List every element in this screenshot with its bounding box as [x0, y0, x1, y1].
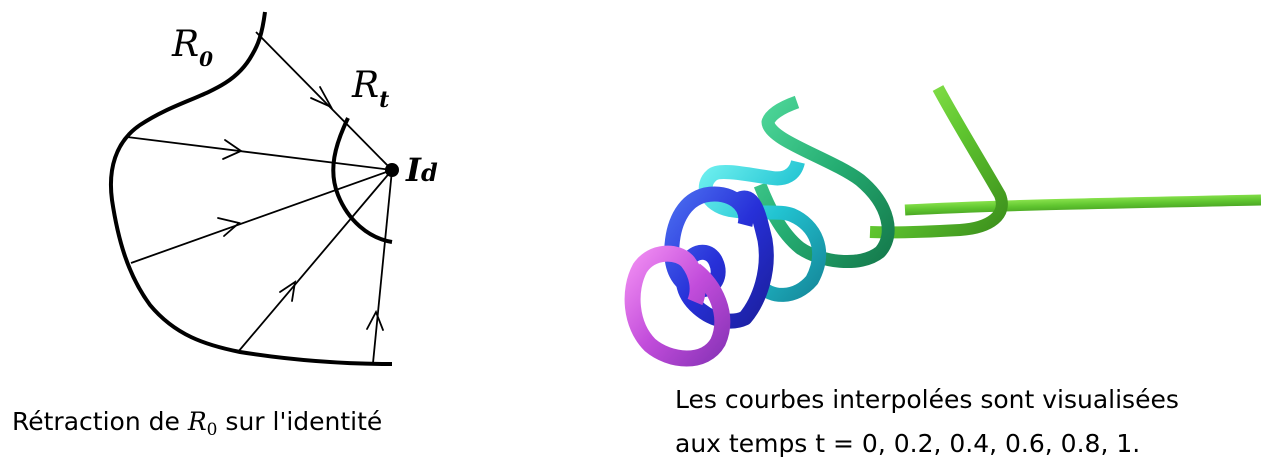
curve-t-0	[624, 245, 731, 367]
ray-5	[372, 169, 393, 364]
curve-t-1	[904, 194, 1261, 216]
left-caption-prefix: Rétraction de	[12, 407, 188, 436]
arrowheads	[217, 86, 384, 331]
curve-t-0.2	[664, 186, 774, 329]
ray-2	[126, 136, 393, 171]
right-caption-line-2: aux temps t = 0, 0.2, 0.4, 0.6, 0.8, 1.	[675, 429, 1141, 458]
left-caption-var: R	[187, 407, 207, 436]
curve-t-0.8	[869, 85, 1008, 239]
ray-4	[237, 169, 393, 353]
arrowhead-4	[279, 280, 297, 302]
curve-r0	[108, 11, 393, 366]
diagram-labels: R0 Rt Id	[171, 24, 438, 189]
retraction-diagram	[108, 11, 399, 366]
left-caption-var-sub: 0	[206, 420, 218, 440]
identity-point	[385, 163, 399, 177]
curve-rt	[331, 117, 393, 244]
label-rt: Rt	[351, 65, 389, 113]
curve-t-0.6	[753, 95, 895, 269]
ray-1	[255, 31, 393, 171]
arrowhead-3	[217, 217, 241, 237]
arrowhead-1	[310, 86, 334, 109]
label-id: Id	[405, 151, 438, 189]
right-caption-line-1: Les courbes interpolées sont visualisées	[675, 385, 1179, 414]
interpolated-curves	[624, 85, 1261, 367]
ray-3	[130, 169, 393, 264]
left-caption: Rétraction de R0 sur l'identité	[12, 403, 382, 449]
arrowhead-5	[366, 309, 384, 331]
label-r0: R0	[171, 24, 213, 71]
arrowhead-2	[222, 139, 243, 160]
left-caption-suffix: sur l'identité	[217, 407, 383, 436]
